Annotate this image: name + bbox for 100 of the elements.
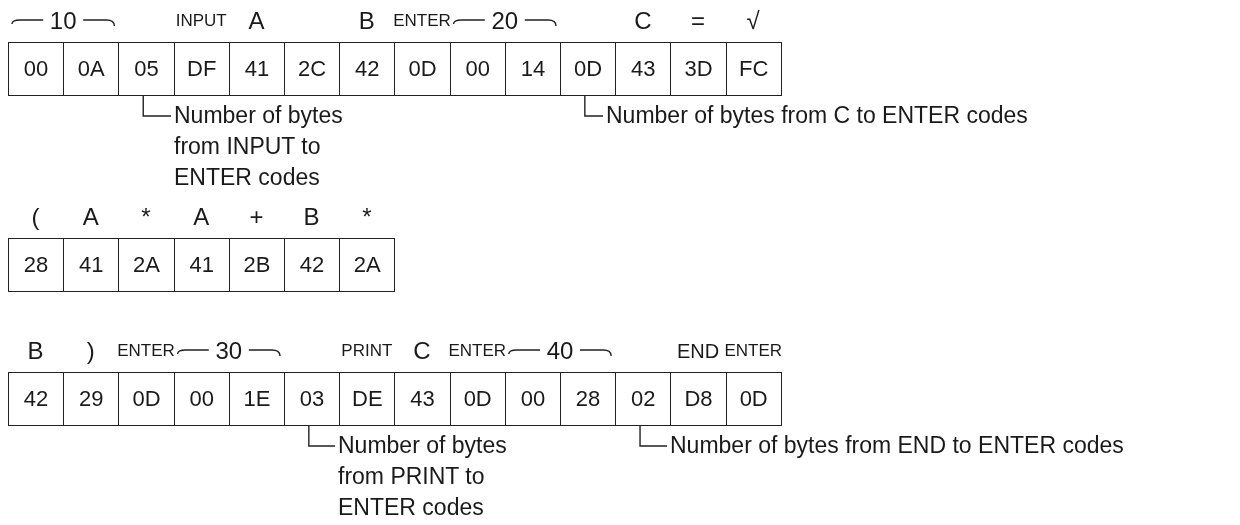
byte-value: DE <box>352 386 383 412</box>
token-label: A <box>248 9 265 34</box>
byte-cell <box>394 42 451 96</box>
byte-cell <box>504 372 561 426</box>
byte-value: 41 <box>189 252 214 278</box>
byte-cell <box>339 42 396 96</box>
byte-cell <box>118 372 175 426</box>
byte-cell <box>173 372 230 426</box>
byte-cell <box>670 372 727 426</box>
byte-cell <box>118 42 175 96</box>
token-label: √ <box>746 9 760 34</box>
annotation-text: Number of bytes from END to ENTER codes <box>670 430 1124 461</box>
token-label: ENTER <box>117 342 175 360</box>
annotation-text: Number of bytes from C to ENTER codes <box>606 100 1028 131</box>
byte-value: 43 <box>410 386 435 412</box>
byte-value: 0A <box>77 56 105 82</box>
token-label: END <box>676 341 720 361</box>
leader-line <box>584 95 604 117</box>
token-label: A <box>82 205 99 230</box>
leader-line <box>639 425 668 447</box>
byte-value: 3D <box>684 56 713 82</box>
token-label: = <box>691 9 705 34</box>
token-label: ) <box>86 339 95 364</box>
byte-value: 42 <box>355 56 380 82</box>
byte-value: 14 <box>520 56 546 82</box>
leader-line <box>142 95 172 117</box>
byte-cell <box>173 238 230 292</box>
byte-cell <box>504 42 561 96</box>
byte-value: 0D <box>739 386 768 412</box>
token-label: C <box>413 339 431 364</box>
byte-cell <box>118 238 175 292</box>
byte-value: 2A <box>133 252 160 278</box>
token-label: B <box>303 205 320 230</box>
byte-cell <box>339 372 396 426</box>
token-label: B <box>27 339 44 364</box>
byte-value: 05 <box>134 56 159 82</box>
token-label: 10 <box>49 9 77 34</box>
byte-cell <box>63 372 120 426</box>
byte-cell <box>284 238 341 292</box>
byte-value: 03 <box>299 386 325 412</box>
token-label: + <box>249 205 264 230</box>
token-label: ( <box>31 205 40 230</box>
token-label: 30 <box>215 339 243 364</box>
byte-cell <box>615 42 672 96</box>
byte-value: 2C <box>298 56 327 82</box>
byte-value: FC <box>739 56 769 82</box>
byte-value: 02 <box>631 386 656 412</box>
byte-cell <box>284 372 341 426</box>
byte-value: 43 <box>631 56 656 82</box>
token-label: ENTER <box>724 342 782 360</box>
byte-value: 00 <box>520 386 546 412</box>
byte-cell <box>284 42 341 96</box>
token-label: * <box>141 205 151 230</box>
token-label: 40 <box>546 339 574 364</box>
byte-cell <box>449 42 506 96</box>
token-label: PRINT <box>341 342 393 360</box>
byte-value: 2A <box>353 252 381 278</box>
byte-value: 42 <box>299 252 325 278</box>
byte-cell <box>725 372 782 426</box>
byte-value: 0D <box>463 386 492 412</box>
byte-value: 00 <box>189 386 214 412</box>
byte-value: 2B <box>243 252 271 278</box>
byte-cell <box>670 42 727 96</box>
byte-cell <box>63 42 120 96</box>
byte-cell <box>8 42 65 96</box>
byte-cell <box>339 238 396 292</box>
annotation-text: Number of bytes from INPUT to ENTER codes <box>174 100 384 193</box>
byte-cell <box>725 42 782 96</box>
byte-value: 0D <box>408 56 437 82</box>
byte-value: 41 <box>79 252 104 278</box>
byte-cell <box>560 372 617 426</box>
byte-value: 1E <box>243 386 271 412</box>
byte-value: 0D <box>574 56 603 82</box>
byte-value: 00 <box>23 56 49 82</box>
byte-cell <box>8 372 65 426</box>
annotation-text: Number of bytes from PRINT to ENTER codes <box>338 430 548 523</box>
byte-cell <box>615 372 672 426</box>
token-label: ENTER <box>448 342 506 360</box>
byte-value: 28 <box>575 386 601 412</box>
byte-cell <box>8 238 65 292</box>
token-label: A <box>193 205 210 230</box>
byte-cell <box>449 372 506 426</box>
byte-cell <box>63 238 120 292</box>
token-label: ENTER <box>393 12 451 30</box>
byte-cell <box>228 372 285 426</box>
token-label: * <box>362 205 372 230</box>
byte-value: 42 <box>23 386 49 412</box>
byte-value: 28 <box>23 252 49 278</box>
byte-value: 00 <box>465 56 490 82</box>
byte-cell <box>228 238 285 292</box>
token-label: B <box>358 9 375 34</box>
leader-line <box>308 425 336 447</box>
byte-value: 29 <box>79 386 104 412</box>
token-label: 20 <box>491 9 519 34</box>
byte-value: 0D <box>132 386 161 412</box>
token-label: INPUT <box>175 12 227 30</box>
byte-value: DF <box>187 56 217 82</box>
byte-value: D8 <box>684 386 713 412</box>
token-label: C <box>634 9 652 34</box>
byte-cell <box>560 42 617 96</box>
